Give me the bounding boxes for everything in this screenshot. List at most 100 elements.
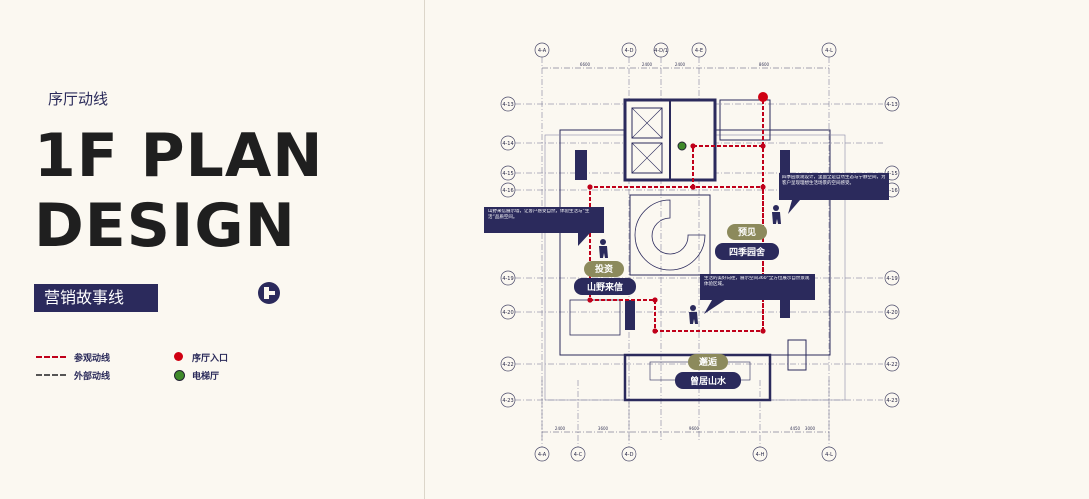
route-node: [652, 297, 658, 303]
svg-text:4-A: 4-A: [538, 452, 547, 458]
grid-bubble-left: 4-13: [500, 96, 516, 112]
svg-text:4-H: 4-H: [756, 452, 765, 458]
svg-text:4-15: 4-15: [502, 171, 513, 177]
dimension-bottom: 2400: [555, 426, 566, 431]
station-4-badge-bg: [688, 354, 728, 370]
station-2-note-box: [484, 207, 604, 246]
station-2-name-bg: [574, 278, 636, 295]
svg-text:4-E: 4-E: [695, 48, 703, 54]
grid-bubble-bottom: 4-L: [821, 446, 837, 462]
station-2-name: 山野来信: [587, 281, 623, 293]
route-node: [760, 328, 766, 334]
route-node: [690, 143, 696, 149]
svg-text:4-16: 4-16: [886, 188, 897, 194]
dimension-top: 8600: [759, 62, 770, 67]
svg-text:4-13: 4-13: [886, 102, 897, 108]
station-4-name: 曾居山水: [690, 375, 727, 387]
station-1-name-bg: [715, 243, 779, 260]
dimension-bottom: 3000: [805, 426, 816, 431]
legend-entrance-label: 序厅入口: [192, 354, 229, 364]
dimension-bottom: 3600: [598, 426, 609, 431]
svg-text:4-D: 4-D: [625, 452, 634, 458]
grid-bubble-bottom: 4-C: [570, 446, 586, 462]
route-node: [690, 184, 696, 190]
svg-text:4-22: 4-22: [886, 362, 897, 368]
dimension-top: 2400: [642, 62, 653, 67]
svg-text:4-20: 4-20: [886, 310, 897, 316]
station-1-note-box: [779, 173, 889, 214]
station-2-badge: 投资: [595, 263, 613, 275]
route-node: [652, 328, 658, 334]
grid-bubble-left: 4-19: [500, 270, 516, 286]
station-1-note: 四季园景观设计，里面全是自然生态与宁静空间，为客户呈现理想生活场景的空间感受。: [782, 175, 886, 187]
grid-bubble-top: 4-L: [821, 42, 837, 58]
svg-text:4-14: 4-14: [502, 141, 513, 147]
svg-text:4-20: 4-20: [502, 310, 513, 316]
svg-text:4-23: 4-23: [502, 398, 513, 404]
svg-text:4-13: 4-13: [502, 102, 513, 108]
grid-bubble-top: 4-E: [691, 42, 707, 58]
entrance-marker-icon: [758, 92, 768, 102]
svg-text:4-A: 4-A: [538, 48, 547, 54]
legend-entrance-dot-icon: [174, 352, 183, 361]
page-subtitle: 序厅动线: [48, 90, 109, 108]
legend-external-route-label: 外部动线: [74, 372, 111, 382]
grid-bubble-bottom: 4-D: [621, 446, 637, 462]
station-4-badge: 邂逅: [699, 356, 718, 368]
dimension-bottom: 4450: [790, 426, 801, 431]
dimension-top: 2400: [675, 62, 686, 67]
svg-text:4-19: 4-19: [886, 276, 897, 282]
route-node: [760, 143, 766, 149]
grid-bubble-left: 4-22: [500, 356, 516, 372]
station-2-badge-bg: [584, 261, 624, 277]
station-3-note: 生活的美好向往，展示空间360°全方位展示自然景观体验区域。: [704, 276, 810, 288]
grid-bubble-right: 4-19: [884, 270, 900, 286]
grid-bubble-top: 4-D: [621, 42, 637, 58]
legend-visit-route-label: 参观动线: [74, 354, 111, 364]
grid-bubble-top: 4-A: [534, 42, 550, 58]
station-1-badge-bg: [727, 224, 767, 240]
svg-text:4-23: 4-23: [886, 398, 897, 404]
station-3-note-box: [700, 274, 815, 314]
legend-visit-route-line: [36, 356, 66, 358]
grid-bubble-top: 4-D/1: [653, 42, 669, 58]
grid-bubble-left: 4-20: [500, 304, 516, 320]
grid-bubble-right: 4-22: [884, 356, 900, 372]
page-title-line-2: DESIGN: [34, 191, 296, 261]
svg-text:4-L: 4-L: [825, 48, 833, 54]
route-node: [760, 184, 766, 190]
route-node: [587, 297, 593, 303]
grid-bubble-right: 4-20: [884, 304, 900, 320]
svg-text:4-15: 4-15: [886, 171, 897, 177]
dimension-top: 6600: [580, 62, 591, 67]
svg-text:4-L: 4-L: [825, 452, 833, 458]
visitor-figure-icon: [599, 239, 608, 258]
svg-text:4-19: 4-19: [502, 276, 513, 282]
svg-text:4-D/1: 4-D/1: [654, 48, 668, 54]
station-2-note: 山野来信展示墙，让客户感受自然，体验生活与“生活”品质空间。: [488, 209, 590, 221]
visitor-figure-icon: [689, 305, 698, 324]
legend-elevator-label: 电梯厅: [192, 372, 220, 382]
grid-bubble-left: 4-23: [500, 392, 516, 408]
grid-bubble-bottom: 4-H: [752, 446, 768, 462]
svg-text:4-C: 4-C: [574, 452, 583, 458]
grid-bubble-bottom: 4-A: [534, 446, 550, 462]
svg-text:4-D: 4-D: [625, 48, 634, 54]
visitor-figure-icon: [772, 205, 781, 224]
legend-external-route-line: [36, 374, 66, 376]
grid-bubble-left: 4-15: [500, 165, 516, 181]
elevator-marker-icon: [677, 141, 687, 151]
section-tag: 营销故事线: [34, 284, 158, 312]
dimension-bottom: 9600: [689, 426, 700, 431]
station-1-name: 四季园舍: [729, 246, 766, 258]
svg-text:4-22: 4-22: [502, 362, 513, 368]
panel-divider: [424, 0, 425, 499]
brand-logo-icon: [258, 282, 280, 304]
page-title-line-1: 1F PLAN: [34, 121, 324, 191]
grid-bubble-right: 4-13: [884, 96, 900, 112]
station-1-badge: 预见: [738, 227, 756, 238]
legend-elevator-dot-icon: [174, 370, 185, 381]
grid-bubble-left: 4-14: [500, 135, 516, 151]
grid-bubble-right: 4-23: [884, 392, 900, 408]
